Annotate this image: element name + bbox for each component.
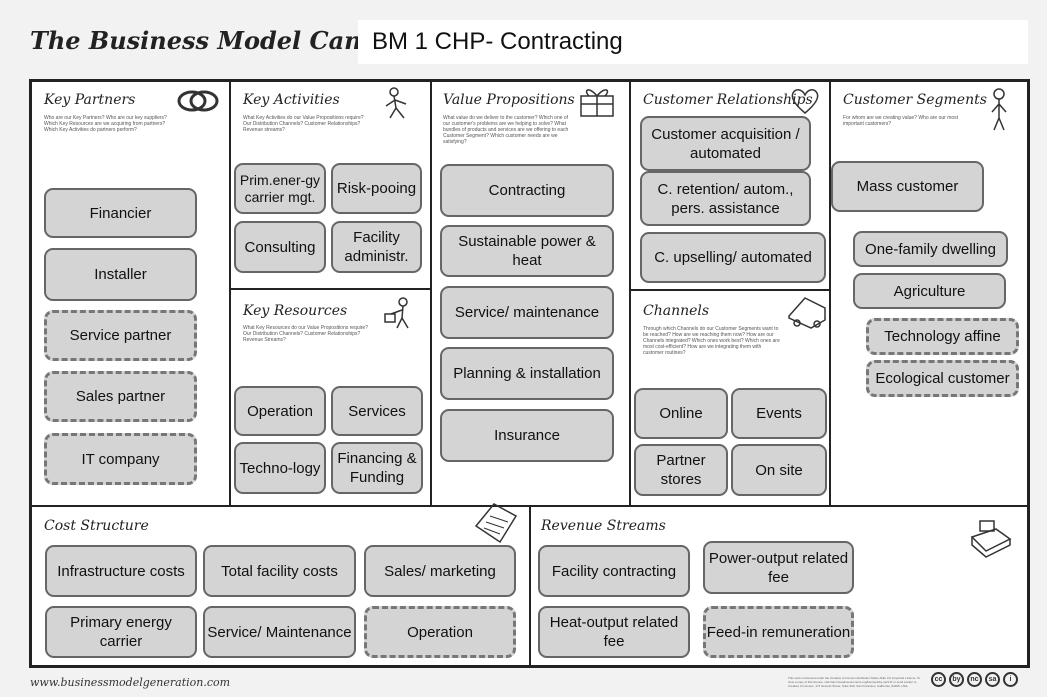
revenue-item[interactable]: Power-output related fee	[703, 541, 854, 594]
key-resource-item[interactable]: Operation	[234, 386, 326, 436]
key-activities-title: Key Activities	[243, 92, 340, 108]
cash-register-icon	[970, 520, 1012, 558]
key-activity-item[interactable]: Consulting	[234, 221, 326, 273]
cc-nc-icon: nc	[967, 672, 982, 687]
canvas-title: The Business Model Canvas	[30, 26, 405, 55]
gift-icon	[580, 89, 614, 117]
divider	[829, 82, 831, 505]
chain-link-icon	[177, 90, 219, 112]
divider	[430, 82, 432, 505]
cost-item[interactable]: Sales/ marketing	[364, 545, 516, 597]
key-resources-hint: What Key Resources do our Value Proposit…	[243, 325, 368, 343]
customer-segment-item[interactable]: One-family dwelling	[853, 231, 1008, 267]
worker-icon	[385, 87, 407, 119]
value-proposition-item[interactable]: Contracting	[440, 164, 614, 217]
customer-segment-item[interactable]: Ecological customer	[866, 360, 1019, 397]
customer-relationships-title: Customer Relationships	[643, 92, 813, 108]
customer-relationship-item[interactable]: C. retention/ autom., pers. assistance	[640, 171, 811, 226]
customer-relationship-item[interactable]: Customer acquisition / automated	[640, 116, 811, 171]
revenue-item[interactable]: Feed-in remuneration	[703, 606, 854, 658]
heart-icon	[791, 89, 819, 114]
key-activity-item[interactable]: Risk-pooing	[331, 163, 422, 214]
key-partners-title: Key Partners	[44, 92, 136, 108]
key-partner-item[interactable]: Installer	[44, 248, 197, 301]
model-title[interactable]: BM 1 CHP- Contracting	[358, 20, 1028, 64]
cc-sa-icon: sa	[985, 672, 1000, 687]
key-activities-hint: What Key Activities do our Value Proposi…	[243, 115, 364, 133]
value-propositions-hint: What value do we deliver to the customer…	[443, 115, 569, 145]
channel-item[interactable]: Partner stores	[634, 444, 728, 496]
cost-item[interactable]: Infrastructure costs	[45, 545, 197, 597]
key-partner-item[interactable]: Financier	[44, 188, 197, 238]
cost-item[interactable]: Primary energy carrier	[45, 606, 197, 658]
revenue-streams-title: Revenue Streams	[541, 518, 666, 534]
customer-relationship-item[interactable]: C. upselling/ automated	[640, 232, 826, 283]
customer-segment-item[interactable]: Technology affine	[866, 318, 1019, 355]
cost-item[interactable]: Total facility costs	[203, 545, 356, 597]
channels-hint: Through which Channels do our Customer S…	[643, 326, 780, 356]
divider	[629, 82, 631, 505]
key-partner-item[interactable]: Service partner	[44, 310, 197, 361]
key-partners-hint: Who are our Key Partners? Who are our ke…	[44, 115, 167, 133]
channel-item[interactable]: Events	[731, 388, 827, 439]
cost-item[interactable]: Service/ Maintenance	[203, 606, 356, 658]
revenue-item[interactable]: Heat-output related fee	[538, 606, 690, 658]
truck-icon	[788, 297, 826, 329]
channel-item[interactable]: Online	[634, 388, 728, 439]
customer-segment-item[interactable]: Mass customer	[831, 161, 984, 212]
customer-segments-title: Customer Segments	[843, 92, 987, 108]
revenue-item[interactable]: Facility contracting	[538, 545, 690, 597]
key-partner-item[interactable]: IT company	[44, 433, 197, 485]
channel-item[interactable]: On site	[731, 444, 827, 496]
price-tag-icon	[474, 503, 518, 544]
customer-segment-item[interactable]: Agriculture	[853, 273, 1006, 309]
key-activity-item[interactable]: Prim.ener-gy carrier mgt.	[234, 163, 326, 214]
value-proposition-item[interactable]: Insurance	[440, 409, 614, 462]
key-resource-item[interactable]: Financing & Funding	[331, 442, 423, 494]
key-partner-item[interactable]: Sales partner	[44, 371, 197, 422]
footer-url[interactable]: www.businessmodelgeneration.com	[30, 676, 231, 689]
value-proposition-item[interactable]: Planning & installation	[440, 347, 614, 400]
value-proposition-item[interactable]: Service/ maintenance	[440, 286, 614, 339]
divider	[629, 289, 829, 291]
cost-structure-title: Cost Structure	[44, 518, 149, 534]
cc-attribution-icon: i	[1003, 672, 1018, 687]
cost-item[interactable]: Operation	[364, 606, 516, 658]
cc-icon: cc	[931, 672, 946, 687]
person-icon	[991, 88, 1007, 131]
license-text: This work is licensed under the Creative…	[788, 676, 921, 688]
divider	[229, 82, 231, 505]
worker-with-cart-icon	[384, 297, 409, 329]
key-activity-item[interactable]: Facility administr.	[331, 221, 422, 273]
cc-by-icon: by	[949, 672, 964, 687]
channels-title: Channels	[643, 303, 710, 319]
key-resources-title: Key Resources	[243, 303, 348, 319]
divider	[529, 505, 531, 665]
key-resource-item[interactable]: Techno-logy	[234, 442, 326, 494]
divider	[229, 288, 430, 290]
key-resource-item[interactable]: Services	[331, 386, 423, 436]
value-propositions-title: Value Propositions	[443, 92, 575, 108]
customer-segments-hint: For whom are we creating value? Who are …	[843, 115, 959, 127]
value-proposition-item[interactable]: Sustainable power & heat	[440, 225, 614, 277]
